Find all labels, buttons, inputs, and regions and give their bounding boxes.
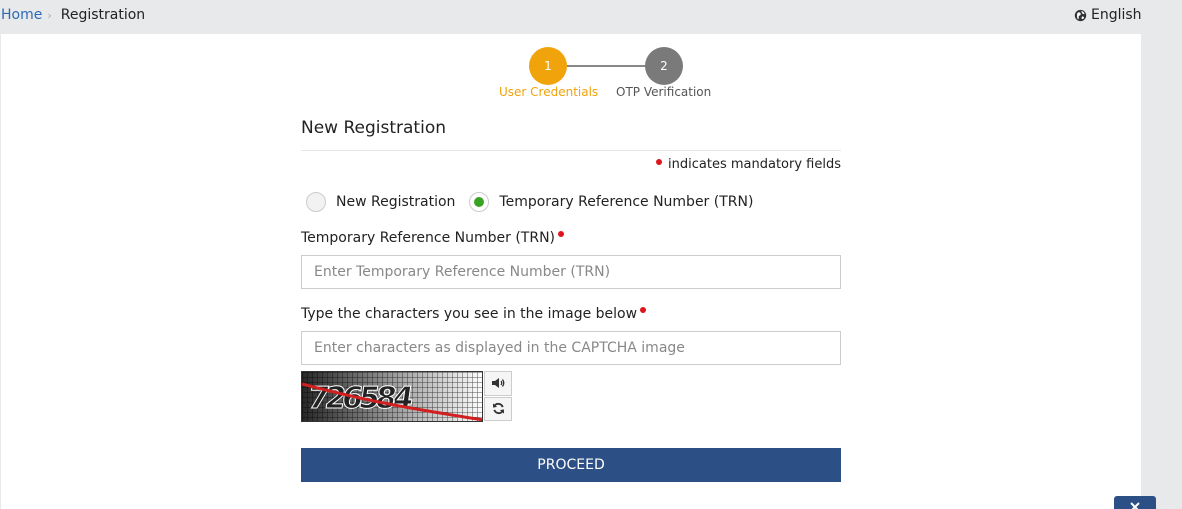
refresh-icon <box>492 403 504 415</box>
radio-trn-label[interactable]: Temporary Reference Number (TRN) <box>499 194 754 210</box>
captcha-graphic: 726584 <box>302 372 482 421</box>
stepper-connector <box>567 65 647 67</box>
breadcrumb-current: Registration <box>60 7 146 23</box>
radio-trn[interactable]: Temporary Reference Number (TRN) <box>469 192 753 212</box>
captcha-image: 726584 <box>301 371 483 422</box>
mandatory-note-text: indicates mandatory fields <box>668 157 841 172</box>
language-selector[interactable]: English <box>1074 7 1142 23</box>
top-bar: Home › Registration English <box>0 0 1182 34</box>
captcha-field-label: Type the characters you see in the image… <box>301 306 841 324</box>
breadcrumb: Home › Registration <box>1 7 145 23</box>
step-1-circle: 1 <box>529 47 567 85</box>
trn-label-text: Temporary Reference Number (TRN) <box>301 230 556 246</box>
trn-field-label: Temporary Reference Number (TRN) <box>301 230 841 248</box>
mandatory-note: indicates mandatory fields <box>301 157 841 175</box>
captcha-audio-button[interactable] <box>484 371 512 396</box>
speaker-icon <box>492 378 505 389</box>
radio-new-registration-label[interactable]: New Registration <box>336 194 456 210</box>
registration-panel: 1 2 User Credentials OTP Verification Ne… <box>1 34 1141 509</box>
language-label: English <box>1091 7 1142 23</box>
close-icon <box>1130 502 1140 509</box>
required-dot-icon <box>640 307 647 313</box>
captcha-input[interactable] <box>301 331 841 365</box>
progress-stepper: 1 2 User Credentials OTP Verification <box>1 34 1141 114</box>
captcha-refresh-button[interactable] <box>484 396 512 421</box>
form-title: New Registration <box>301 118 841 151</box>
captcha-text: 726584 <box>306 381 415 416</box>
registration-form: New Registration indicates mandatory fie… <box>301 118 841 482</box>
chat-toggle-button[interactable] <box>1114 496 1156 509</box>
breadcrumb-home-link[interactable]: Home <box>1 7 43 23</box>
step-1-label: User Credentials <box>499 85 599 99</box>
radio-unchecked-icon[interactable] <box>306 192 326 212</box>
proceed-button[interactable]: PROCEED <box>301 448 841 482</box>
captcha-row: 726584 <box>301 371 841 422</box>
registration-type-radio-group: New Registration Temporary Reference Num… <box>301 191 841 213</box>
right-gutter <box>1141 34 1182 509</box>
captcha-controls <box>484 371 512 422</box>
globe-icon <box>1074 9 1087 21</box>
required-dot-icon <box>656 159 663 165</box>
radio-new-registration[interactable]: New Registration <box>306 192 455 212</box>
trn-input[interactable] <box>301 255 841 289</box>
radio-checked-icon[interactable] <box>469 192 490 212</box>
required-dot-icon <box>558 231 565 237</box>
breadcrumb-chevron-icon: › <box>47 8 52 22</box>
captcha-label-text: Type the characters you see in the image… <box>301 306 638 322</box>
step-2-circle: 2 <box>645 47 683 85</box>
step-2-label: OTP Verification <box>616 85 712 99</box>
